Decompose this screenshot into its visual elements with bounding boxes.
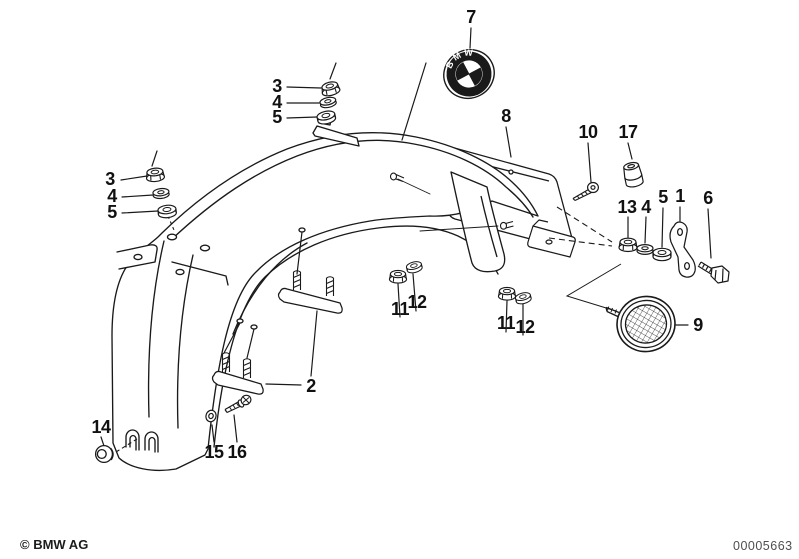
callout-part-10: 10: [578, 122, 598, 142]
callout-part-12-rear: 12: [515, 317, 535, 337]
rubber-washer-icon: [652, 247, 672, 262]
callout-part-5-left: 5: [107, 202, 117, 222]
washer-icon: [405, 259, 424, 275]
washer-icon: [205, 409, 217, 423]
callout-part-15: 15: [204, 442, 224, 462]
callout-part-3-left: 3: [105, 169, 115, 189]
callout-part-14: 14: [91, 417, 111, 437]
document-number: 00005663: [733, 539, 793, 553]
washer-icon: [318, 95, 338, 110]
callout-part-4-right: 4: [641, 197, 651, 217]
hex-nut-icon: [319, 79, 342, 99]
callout-part-4-top: 4: [272, 92, 282, 112]
tapping-screw-icon: [572, 181, 599, 202]
hex-nut-icon: [618, 237, 638, 253]
callout-part-3-top: 3: [272, 76, 282, 96]
copyright-text: © BMW AG: [20, 537, 89, 552]
callout-part-11-front: 11: [390, 299, 410, 319]
callout-part-9: 9: [693, 315, 703, 335]
hex-nut-icon: [144, 166, 166, 183]
callout-part-6: 6: [703, 188, 713, 208]
plate-screw-icon: [389, 172, 514, 230]
hex-nut-icon: [497, 286, 517, 301]
rubber-washer-icon: [315, 108, 338, 127]
washer-icon: [151, 187, 171, 200]
right-fastener-row: [618, 221, 730, 284]
rear-fender-body: [111, 112, 539, 472]
callout-part-7: 7: [466, 7, 476, 27]
rubber-washer-icon: [156, 203, 178, 220]
washer-icon: [636, 244, 654, 255]
holder-bracket: [669, 221, 696, 278]
leader-lines: [100, 27, 712, 447]
reflector-zigzag-line: [565, 263, 622, 312]
grommet-icon: [94, 444, 114, 464]
rubber-buffer-icon: [623, 161, 644, 188]
callout-part-12-front: 12: [407, 292, 427, 312]
washer-icon: [514, 290, 533, 306]
bmw-roundel-icon: BMW: [441, 42, 495, 100]
hex-bolt-icon: [697, 261, 730, 284]
callout-part-2: 2: [306, 376, 316, 396]
hex-nut-icon: [388, 269, 408, 284]
callout-part-1: 1: [675, 186, 685, 206]
callout-part-11-rear: 11: [496, 313, 516, 333]
callout-part-4-left: 4: [107, 186, 117, 206]
callout-part-13: 13: [617, 197, 637, 217]
rear-nut-washer-pair: [497, 286, 533, 306]
alignment-dashed-lines: [115, 206, 613, 453]
front-nut-washer-pair: [388, 259, 424, 284]
upper-stud-plate: [277, 270, 343, 314]
callout-part-5-top: 5: [272, 107, 282, 127]
callout-part-17: 17: [618, 122, 638, 142]
reflector: [605, 295, 676, 353]
callout-part-8: 8: [501, 106, 511, 126]
screw-icon: [224, 394, 252, 414]
callout-part-5-right: 5: [658, 187, 668, 207]
bracket-support-plate: [527, 219, 576, 258]
callout-part-16: 16: [227, 442, 247, 462]
lower-stud-plate: [211, 352, 264, 395]
top-nut-washer-stack: [315, 79, 342, 127]
